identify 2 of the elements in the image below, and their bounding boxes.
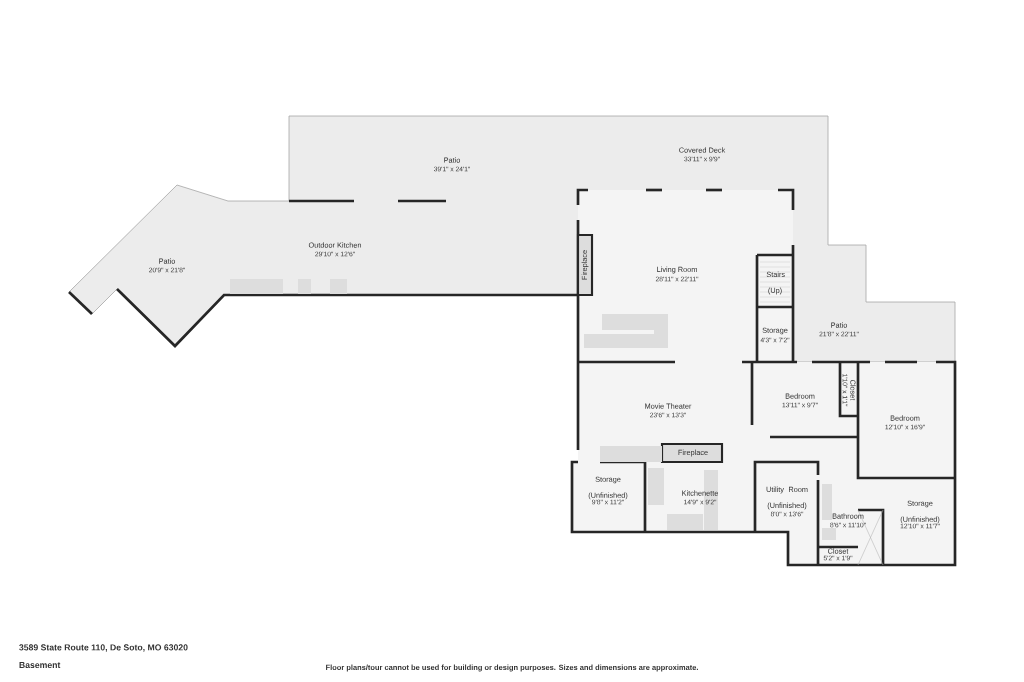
floor-label: Basement [19,662,61,669]
address-title: 3589 State Route 110, De Soto, MO 63020 [19,644,188,652]
